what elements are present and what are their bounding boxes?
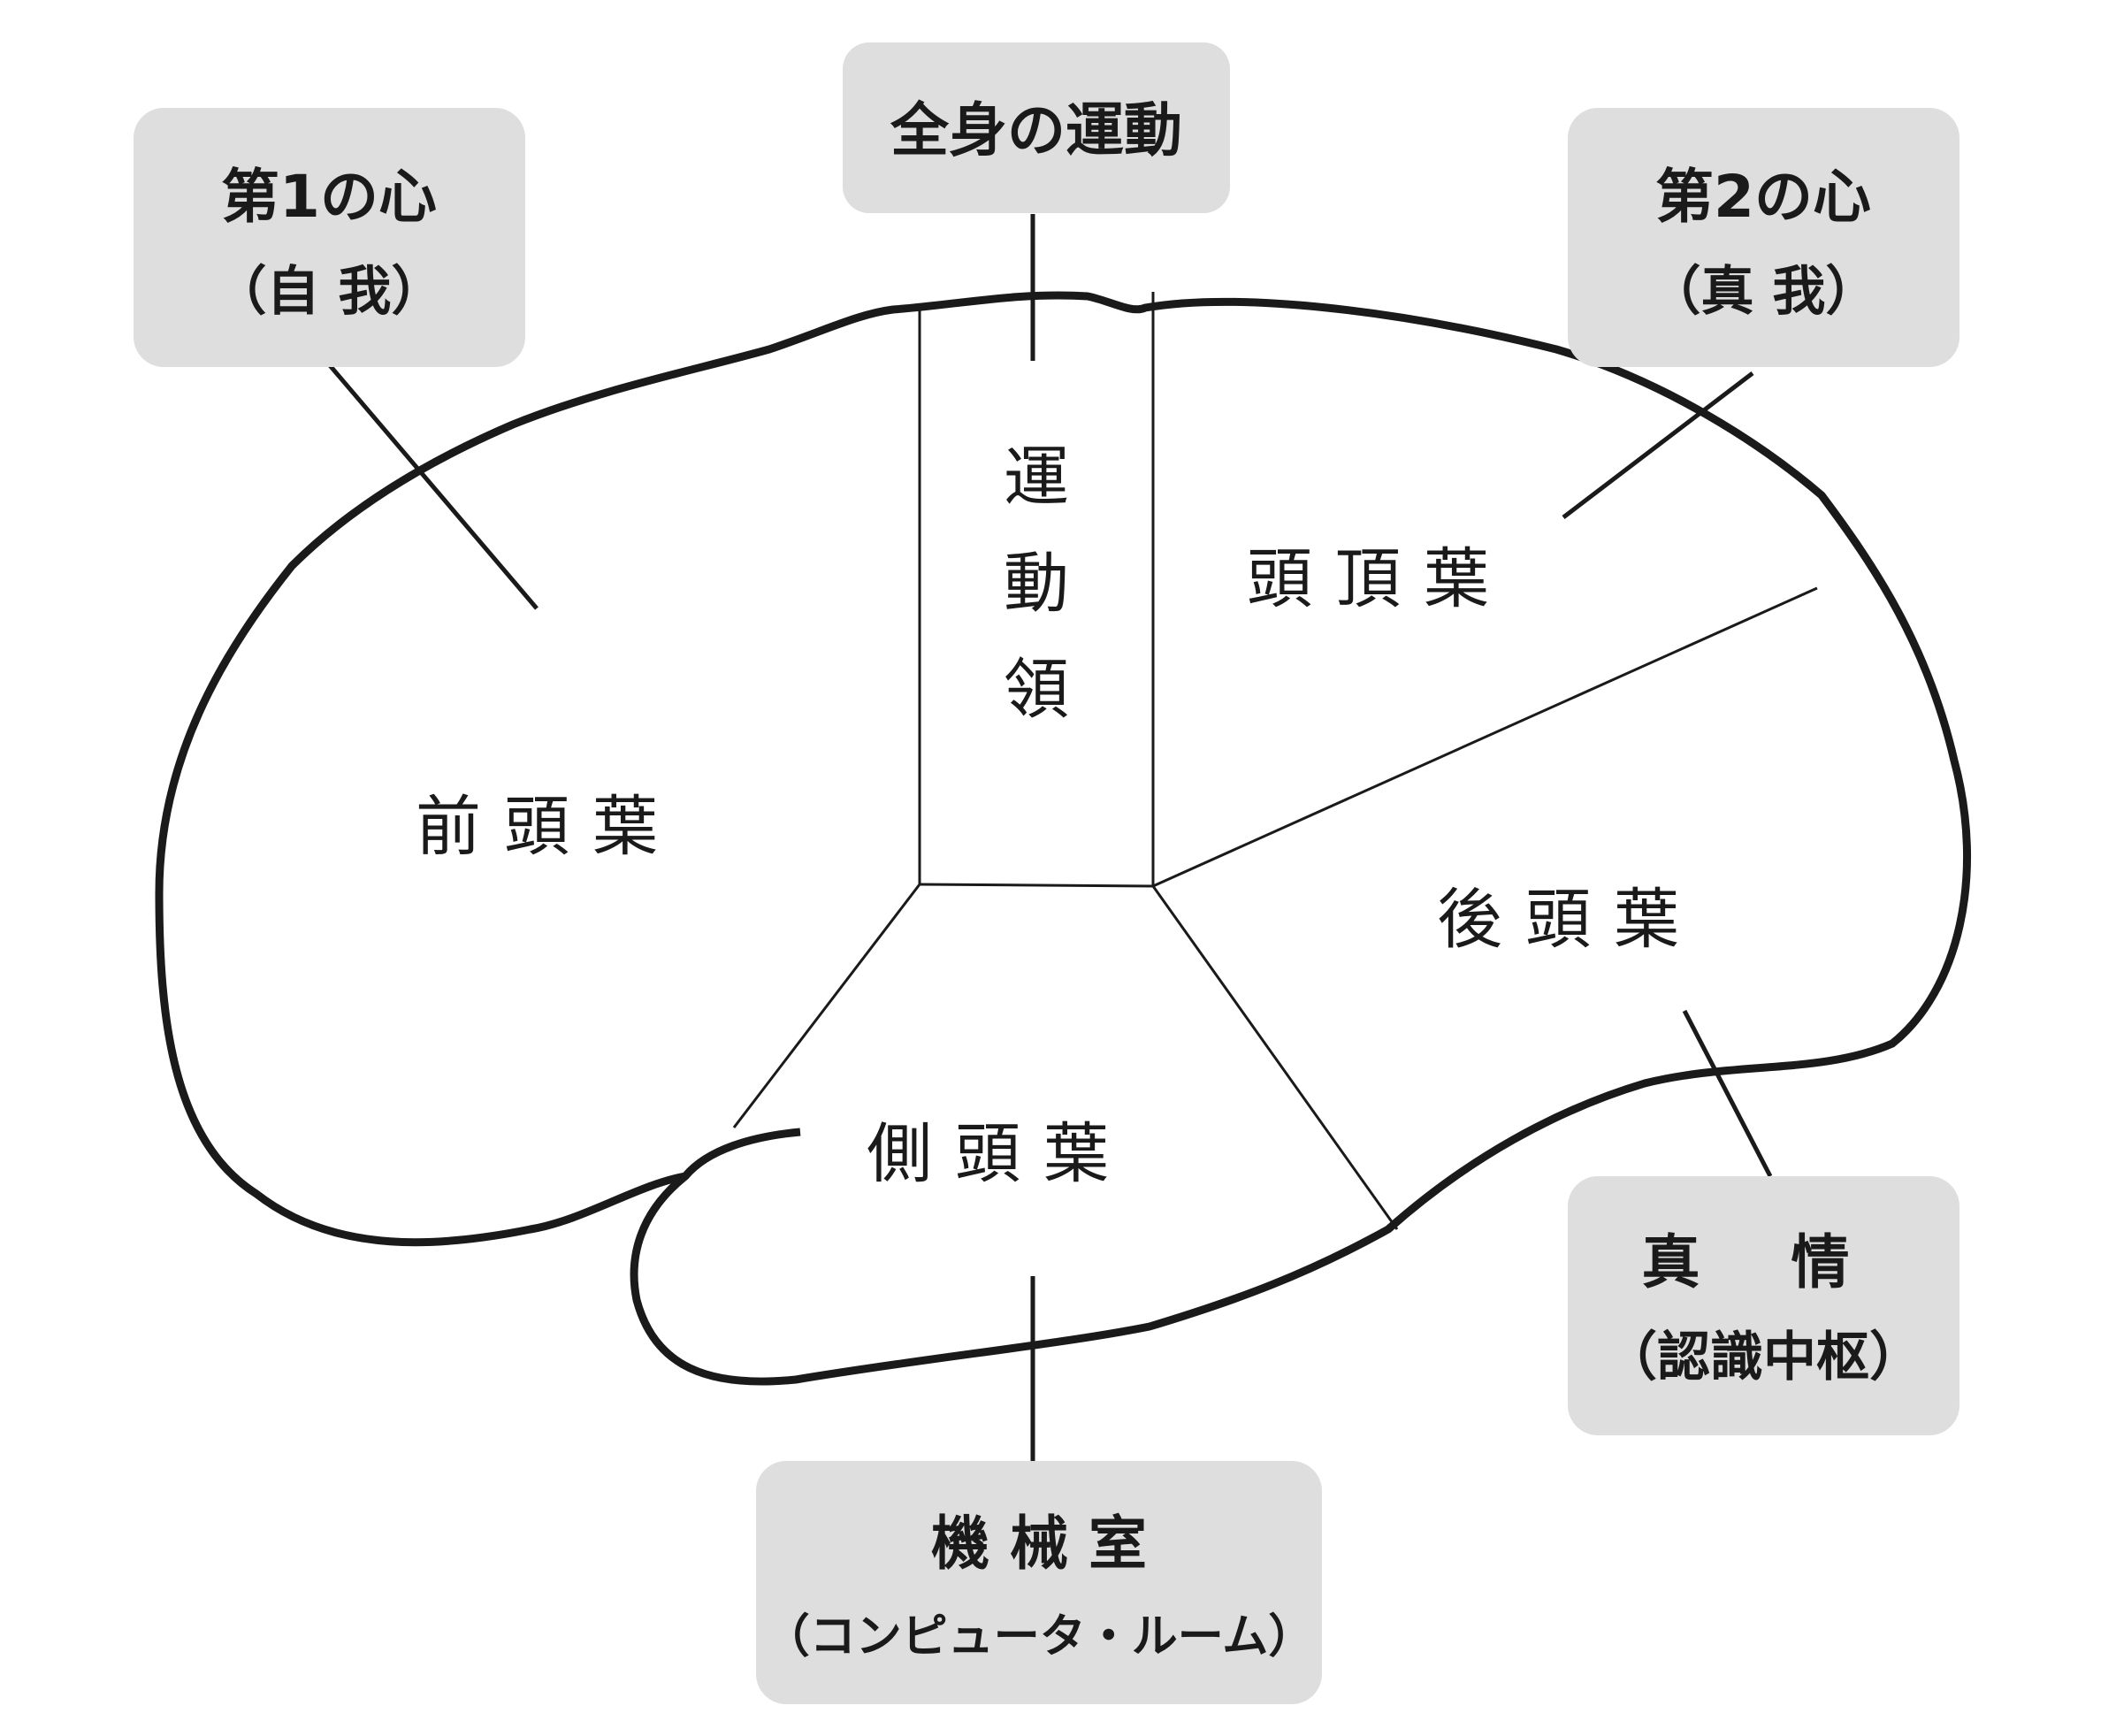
callout-true-emotion-title: 真 情	[1642, 1228, 1885, 1296]
callout-machine-room-sub: （コンピュータ・ルーム）	[764, 1610, 1314, 1663]
callout-whole-body: 全身の運動	[843, 42, 1230, 213]
occipital-temporal-division	[1151, 885, 1399, 1230]
callout-first-mind-sub: （自 我）	[214, 261, 445, 323]
callout-first-mind-title: 第1の心	[221, 163, 437, 231]
callout-second-mind: 第2の心 （真 我）	[1568, 108, 1959, 367]
frontal-temporal-division	[732, 883, 921, 1128]
motor-area-label-3: 領	[1004, 652, 1069, 728]
callout-true-emotion-box	[1568, 1176, 1959, 1435]
callout-second-mind-sub: （真 我）	[1648, 261, 1879, 323]
callout-true-emotion-sub: （認識中枢）	[1604, 1327, 1922, 1388]
callout-machine-room: 機 械 室 （コンピュータ・ルーム）	[756, 1461, 1322, 1704]
callout-first-mind: 第1の心 （自 我）	[134, 108, 525, 367]
leader-true-emotion	[1682, 1009, 1773, 1178]
leader-first-mind	[327, 363, 539, 610]
temporal-contour	[682, 1128, 801, 1179]
temporal-lobe-label: 側頭葉	[867, 1116, 1132, 1192]
callout-machine-room-title: 機 械 室	[931, 1510, 1147, 1578]
frontal-lobe-label: 前頭葉	[416, 789, 681, 865]
parietal-lobe-label: 頭頂葉	[1247, 541, 1512, 617]
leader-second-mind	[1562, 371, 1754, 519]
motor-strip-bottom	[919, 883, 1154, 888]
callout-true-emotion: 真 情 （認識中枢）	[1568, 1176, 1959, 1435]
callout-second-mind-box	[1568, 108, 1959, 367]
callout-whole-body-title: 全身の運動	[890, 96, 1182, 164]
occipital-lobe-label: 後頭葉	[1437, 882, 1702, 958]
callout-whole-body-box	[843, 42, 1230, 213]
parietal-occipital-division	[1152, 586, 1818, 888]
brain-outline	[155, 291, 1971, 1386]
motor-area-label-2: 動	[1004, 546, 1069, 622]
callout-second-mind-title: 第2の心	[1655, 163, 1871, 231]
motor-area-label-1: 運	[1004, 440, 1069, 516]
callout-machine-room-box	[756, 1461, 1322, 1704]
callout-first-mind-box	[134, 108, 525, 367]
